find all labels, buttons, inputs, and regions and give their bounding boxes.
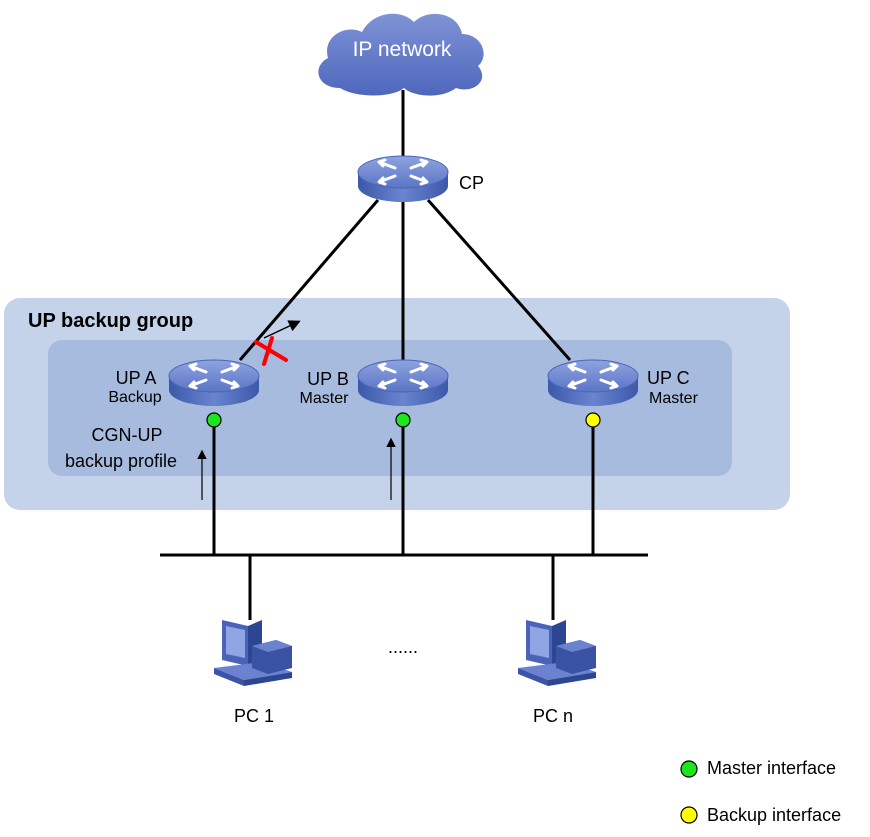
ip-network-cloud-icon bbox=[318, 13, 484, 96]
group-label: UP backup group bbox=[28, 310, 194, 332]
up-a-role: Backup bbox=[108, 389, 162, 406]
pc-1-label: PC 1 bbox=[233, 706, 275, 726]
up-a-router-icon[interactable] bbox=[167, 358, 261, 408]
legend-backup-dot bbox=[680, 806, 698, 824]
pc-1-icon[interactable] bbox=[214, 620, 292, 686]
profile-line-2: backup profile bbox=[64, 451, 178, 471]
up-b-master-interface-dot bbox=[395, 412, 411, 428]
up-a-name: UP A bbox=[115, 368, 157, 388]
link-fault-cross-icon bbox=[254, 336, 288, 366]
pc-n-icon[interactable] bbox=[518, 620, 596, 686]
up-c-name: UP C bbox=[647, 368, 690, 388]
network-links bbox=[160, 90, 648, 620]
cp-router-icon[interactable] bbox=[356, 154, 450, 204]
profile-line-1: CGN-UP bbox=[91, 425, 163, 445]
cloud-label: IP network bbox=[352, 38, 452, 61]
up-c-role: Master bbox=[649, 390, 698, 407]
cp-label: CP bbox=[459, 173, 485, 193]
link-cp-up-c bbox=[426, 199, 572, 361]
pc-ellipsis: ...... bbox=[387, 637, 419, 657]
legend-master-dot bbox=[680, 760, 698, 778]
legend-master-label: Master interface bbox=[707, 758, 837, 778]
up-b-role: Master bbox=[299, 390, 349, 407]
link-cp-up-a bbox=[238, 199, 380, 361]
up-c-router-icon[interactable] bbox=[546, 358, 640, 408]
failover-arrow-icon bbox=[263, 320, 301, 339]
up-b-name: UP B bbox=[307, 369, 349, 389]
pc-n-label: PC n bbox=[532, 706, 574, 726]
up-a-master-interface-dot bbox=[206, 412, 222, 428]
up-b-router-icon[interactable] bbox=[356, 358, 450, 408]
legend-backup-label: Backup interface bbox=[707, 805, 842, 825]
up-c-backup-interface-dot bbox=[585, 412, 601, 428]
